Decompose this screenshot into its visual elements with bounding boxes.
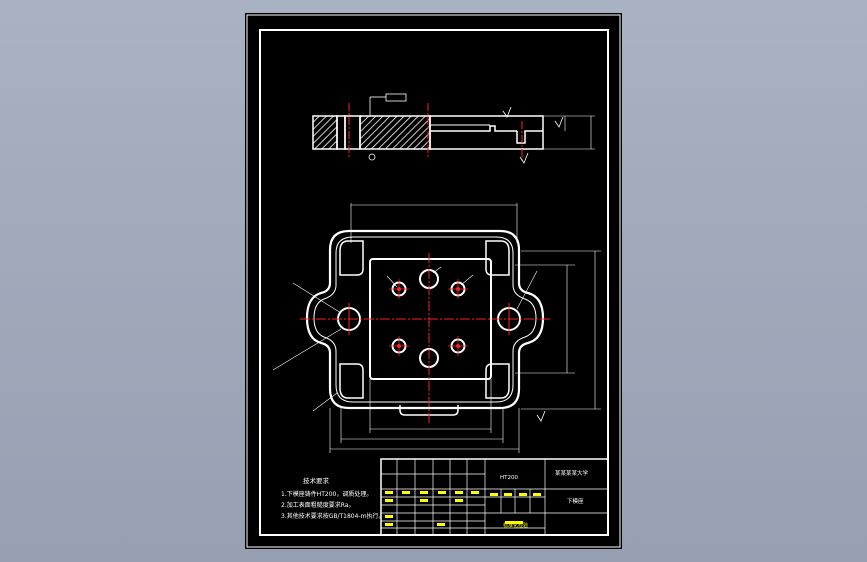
title-block: HT200 某某某某大学 下模座 标准化检验 xyxy=(380,458,609,536)
base-outline xyxy=(305,229,545,410)
roughness-right xyxy=(554,116,564,128)
title-block-yellow-marks xyxy=(385,491,541,526)
leader-left-long xyxy=(272,328,342,371)
notes-title: 技术要求 xyxy=(303,476,330,485)
outer-border xyxy=(246,14,621,548)
roughness-plan xyxy=(536,410,546,422)
section-body-right xyxy=(429,115,544,150)
leader-hole-top xyxy=(432,266,442,274)
pocket-tl xyxy=(339,240,364,276)
notes-line-3: 3.其他技术要求按GB/T1804-m执行。 xyxy=(281,512,384,520)
pocket-br xyxy=(485,363,510,399)
leader-bottom-left xyxy=(312,392,338,412)
leader-left-r xyxy=(292,282,342,314)
technical-notes: 技术要求 1.下模座铸件HT200，调质处理。 2.加工表面粗糙度要求Ra。 3… xyxy=(281,476,384,520)
label-box xyxy=(385,93,407,102)
title-part-name: 下模座 xyxy=(567,497,584,505)
section-view xyxy=(312,93,595,164)
notes-line-2: 2.加工表面粗糙度要求Ra。 xyxy=(281,501,354,509)
plan-view xyxy=(272,203,601,453)
drawing-canvas: 技术要求 1.下模座铸件HT200，调质处理。 2.加工表面粗糙度要求Ra。 3… xyxy=(246,14,621,548)
hatch-mid xyxy=(359,115,431,150)
drawing-sheet: 技术要求 1.下模座铸件HT200，调质处理。 2.加工表面粗糙度要求Ra。 3… xyxy=(245,13,622,549)
leader-hole-tr xyxy=(460,274,474,286)
leader-hole-tl xyxy=(386,275,398,288)
roughness-mark-2 xyxy=(519,152,529,164)
title-block-grid xyxy=(381,459,608,535)
title-material: HT200 xyxy=(500,475,518,481)
pocket-tr xyxy=(485,240,510,276)
roughness-mark xyxy=(502,106,512,118)
base-inner-outline xyxy=(313,236,537,403)
title-stamp: 标准化检验 xyxy=(503,522,528,529)
hatch-left xyxy=(312,115,338,150)
ref-circle xyxy=(368,153,376,161)
hole-crosshairs xyxy=(389,279,468,356)
title-school: 某某某某大学 xyxy=(555,469,589,477)
leader-right-r xyxy=(516,270,538,310)
gap-right xyxy=(344,115,361,150)
gap-left xyxy=(336,115,346,150)
pocket-bl xyxy=(339,363,364,399)
notes-line-1: 1.下模座铸件HT200，调质处理。 xyxy=(281,490,372,498)
